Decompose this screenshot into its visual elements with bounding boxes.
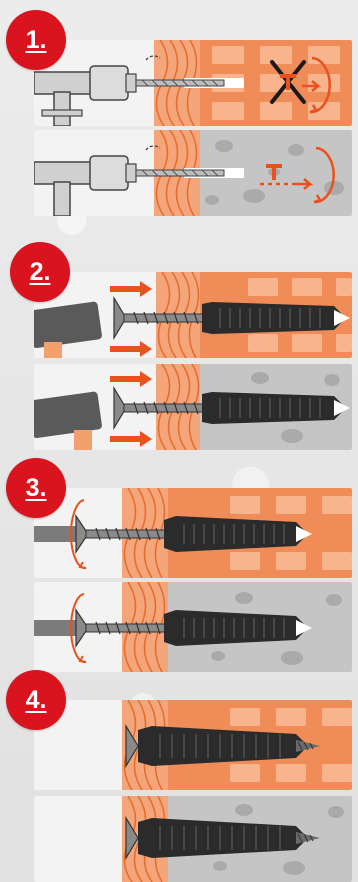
step-1-brick-illustration (34, 40, 352, 126)
step-1-concrete-panel (34, 130, 352, 216)
frame-anchor (76, 516, 312, 552)
step-3-brick-illustration (34, 488, 352, 578)
step-2-concrete-panel (34, 364, 352, 450)
step-4-concrete-panel (34, 796, 352, 882)
step-2-badge: 2. (10, 242, 70, 302)
hammer (34, 391, 102, 450)
step-3-badge: 3. (6, 458, 66, 518)
step-1-concrete-illustration (34, 130, 352, 216)
step-1-brick-panel (34, 40, 352, 126)
frame-anchor (76, 610, 312, 646)
step-2-concrete-illustration (34, 364, 352, 450)
hammer (34, 301, 102, 358)
step-2-brick-illustration (34, 272, 352, 358)
step-4-brick-panel (34, 700, 352, 790)
step-3-brick-panel (34, 488, 352, 578)
step-2-brick-panel (34, 272, 352, 358)
step-1-badge: 1. (6, 10, 66, 70)
screwdriver-bit (34, 526, 76, 542)
step-3-concrete-panel (34, 582, 352, 672)
step-4-brick-illustration (34, 700, 352, 790)
screwdriver-bit (34, 620, 76, 636)
step-3-concrete-illustration (34, 582, 352, 672)
step-4-badge: 4. (6, 670, 66, 730)
step-4-concrete-illustration (34, 796, 352, 882)
